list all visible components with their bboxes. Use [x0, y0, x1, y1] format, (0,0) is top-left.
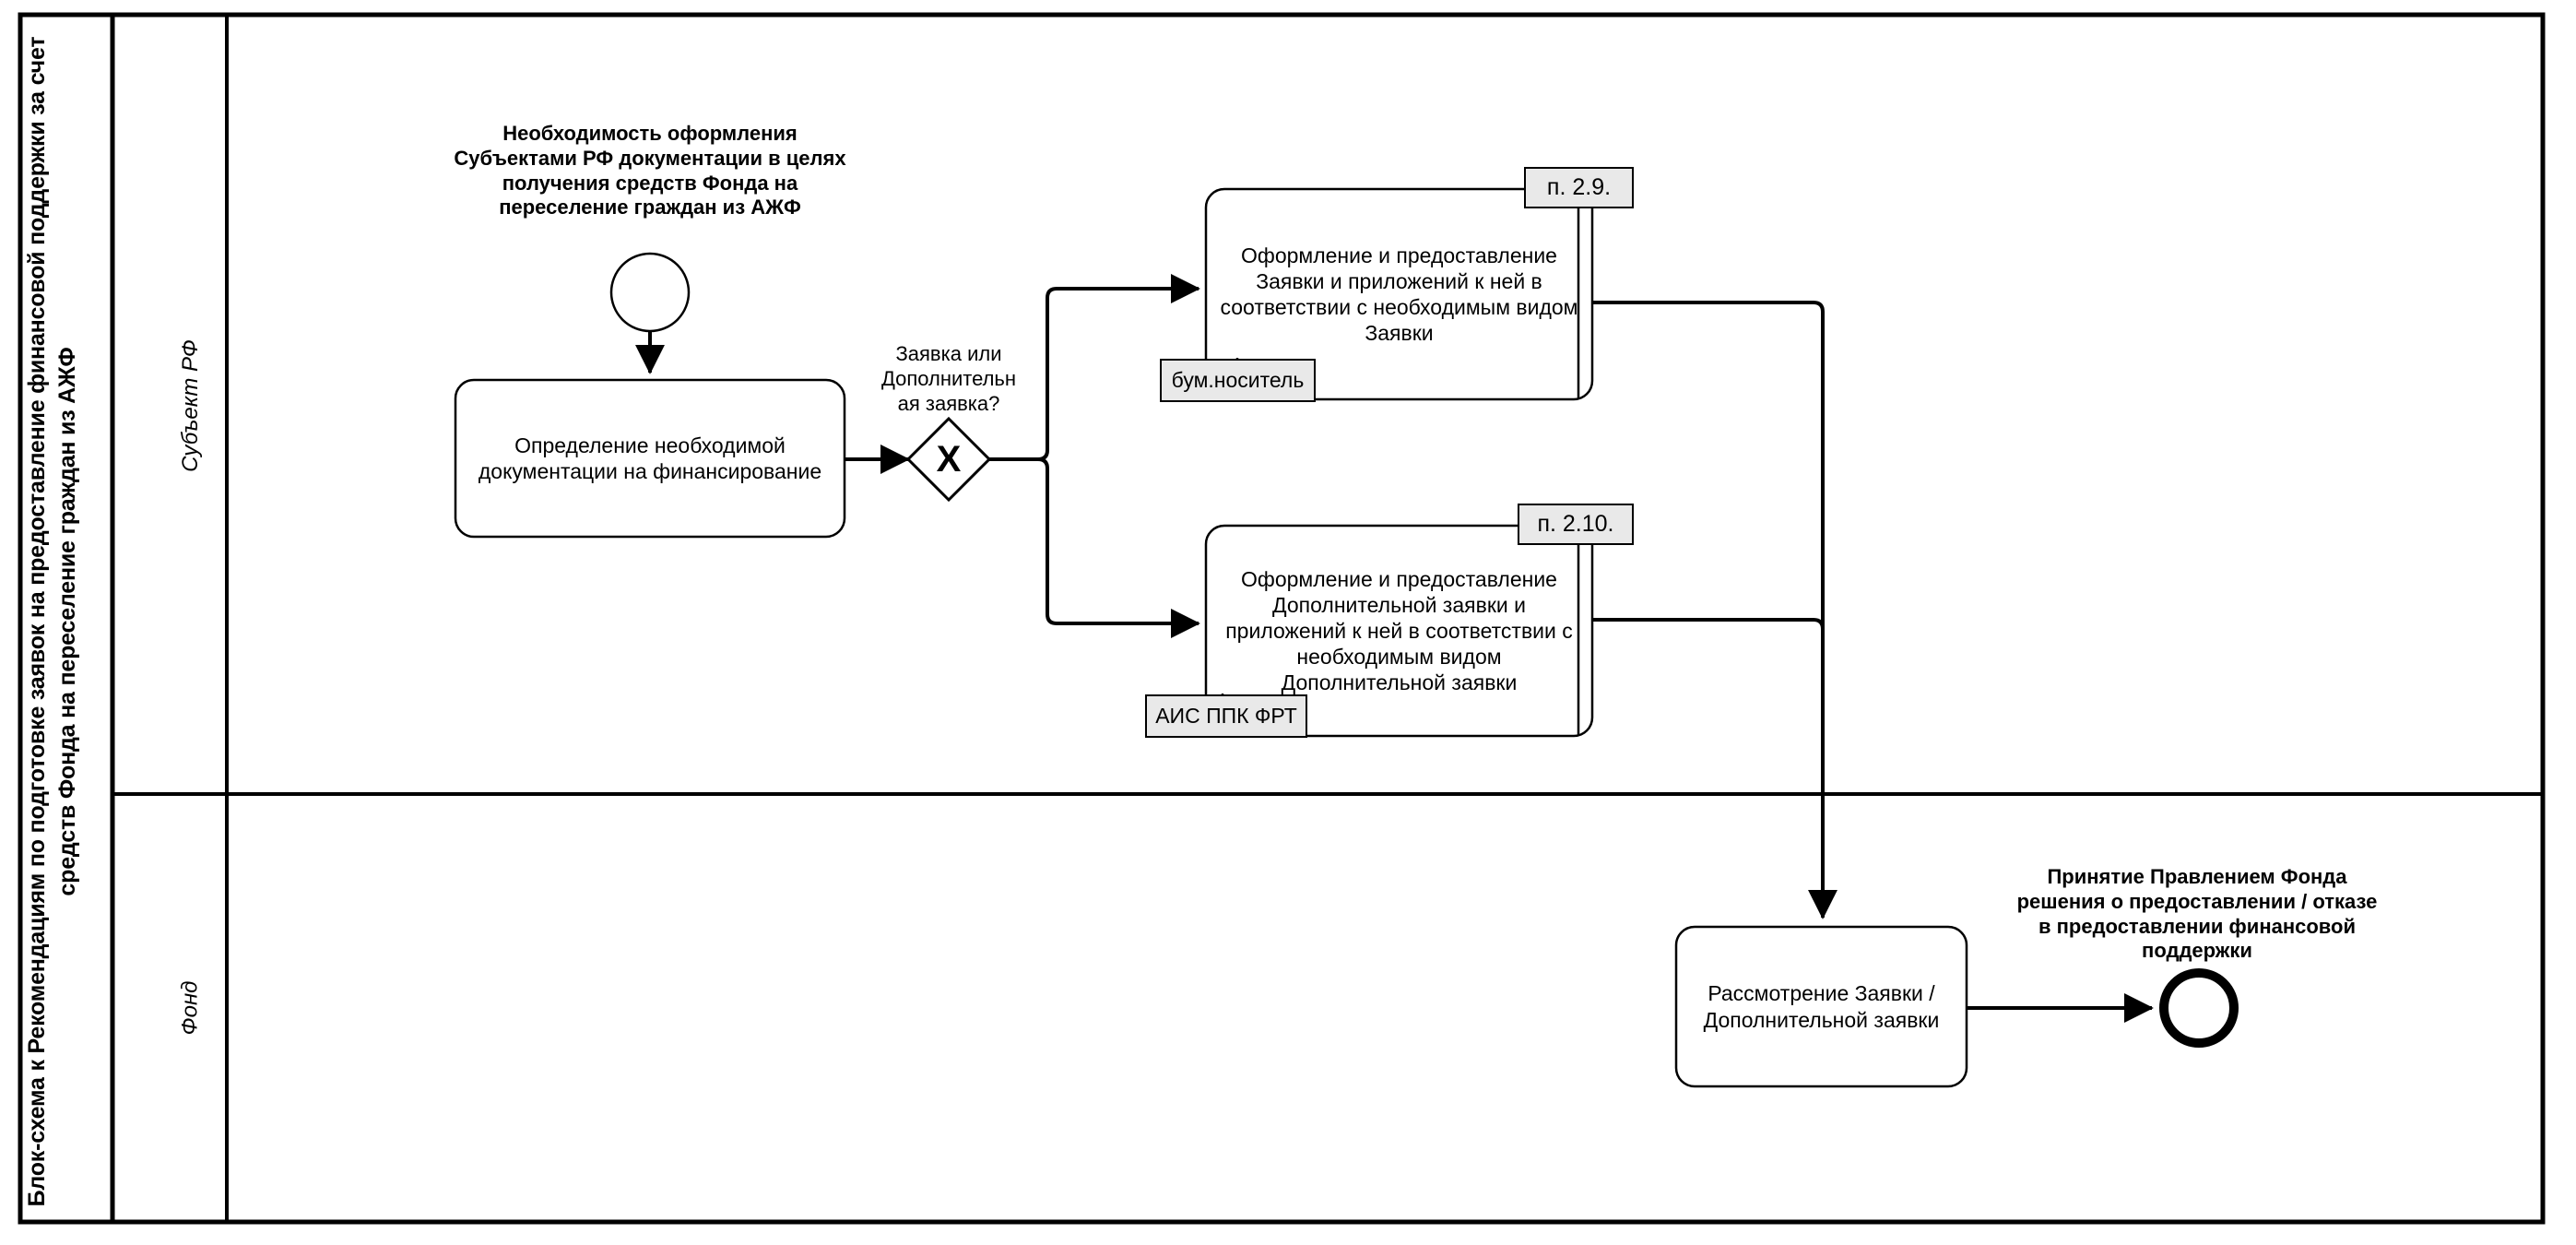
- end-event-circle: [2159, 968, 2239, 1048]
- task-prepare-application-shape: [1204, 187, 1594, 401]
- flow-gateway-to-additional-application: [989, 457, 1200, 638]
- flow-additional-application-to-review: [1592, 618, 1825, 918]
- start-event-circle: [609, 252, 691, 333]
- annotation-box-ais-label: АИС ППК ФРТ: [1155, 704, 1297, 728]
- flow-application-to-review: [1592, 301, 1837, 919]
- task-review-application-shape: [1674, 925, 1968, 1088]
- pool-title: Блок-схема к Рекомендациям по подготовке…: [24, 36, 80, 1207]
- reference-box-210: п. 2.10.: [1518, 504, 1634, 545]
- annotation-box-paper-medium-label: бум.носитель: [1171, 368, 1305, 392]
- lane-title-subject: Субъект РФ: [178, 339, 203, 472]
- lane-title-fund: Фонд: [177, 980, 203, 1036]
- gateway-diamond: [905, 416, 992, 503]
- reference-box-210-label: п. 2.10.: [1537, 511, 1614, 537]
- reference-box-29-label: п. 2.9.: [1546, 174, 1612, 200]
- task-prepare-additional-application-shape: [1204, 524, 1594, 738]
- reference-box-29: п. 2.9.: [1524, 167, 1634, 208]
- annotation-box-paper-medium: бум.носитель: [1160, 359, 1316, 402]
- annotation-box-ais: АИС ППК ФРТ: [1145, 694, 1307, 738]
- task-determine-docs-shape: [454, 378, 846, 539]
